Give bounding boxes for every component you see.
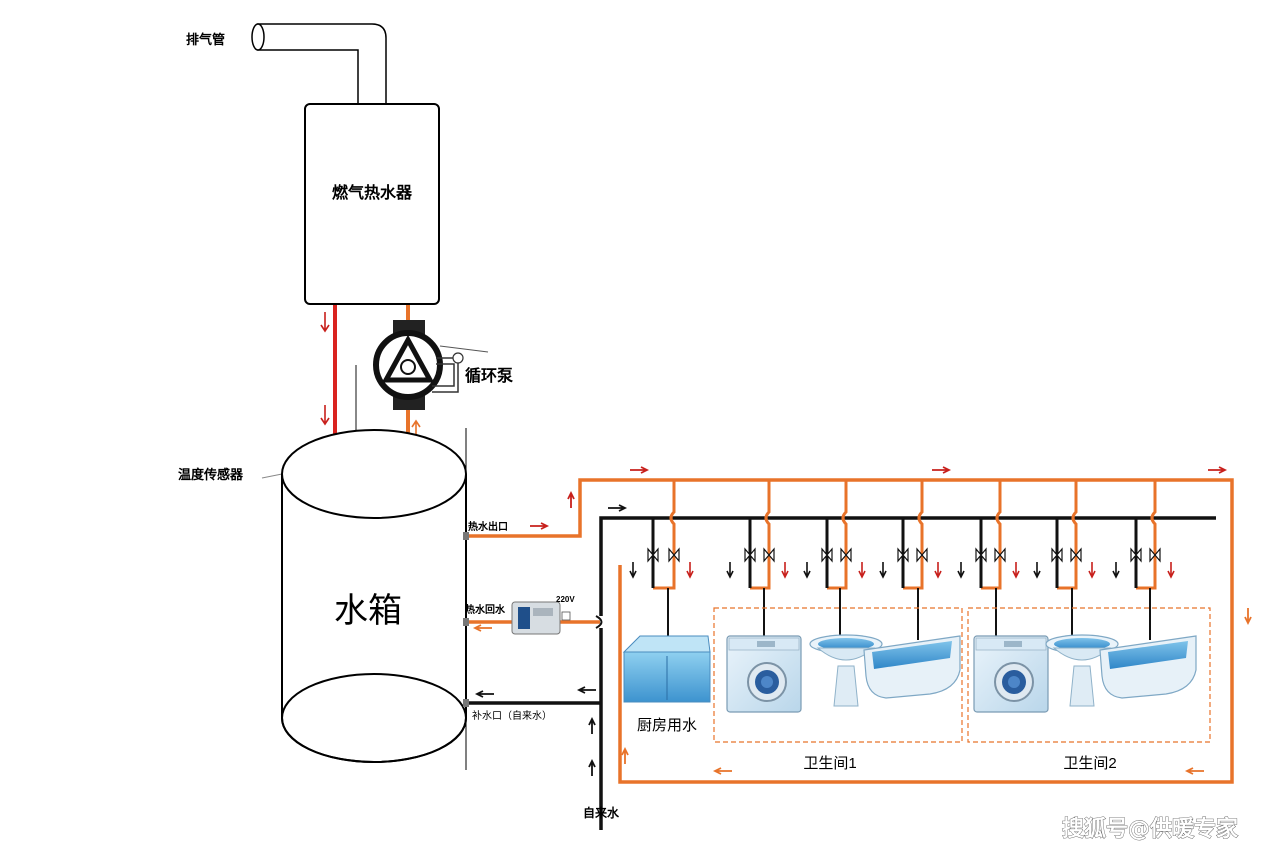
hot-flow-arrow — [781, 562, 789, 579]
return-flow-arrow — [472, 624, 492, 632]
hot-flow-arrow — [1167, 562, 1175, 579]
heater-flow-arrows — [320, 312, 421, 436]
washing-machine-icon — [973, 635, 1049, 713]
hot-branch-pipe — [750, 480, 771, 590]
cold-flow-arrow — [726, 562, 734, 579]
loop-flow-arrow — [1244, 608, 1252, 626]
cold-flow-arrow — [879, 562, 887, 579]
tap-water-label: 自来水 — [583, 805, 620, 820]
valve-icon — [1070, 547, 1082, 563]
watermark: 搜狐号@供暖专家 — [1062, 816, 1239, 842]
valve-icon — [821, 547, 833, 563]
cold-flow-arrow — [803, 562, 811, 579]
hot-water-outlet-label: 热水出口 — [468, 520, 508, 533]
hot-flow-arrow — [1012, 562, 1020, 579]
valve-icon — [840, 547, 852, 563]
hot-water-return-label: 热水回水 — [465, 603, 506, 616]
valve-icon — [975, 547, 987, 563]
hot-flow-arrow — [934, 562, 942, 579]
temperature-sensor-label: 温度传感器 — [178, 467, 244, 482]
loop-flow-arrow — [630, 466, 650, 474]
hot-branch-pipe — [903, 480, 924, 590]
cold-flow-arrow — [957, 562, 965, 579]
cold-water-pipe — [466, 516, 1216, 830]
valve-icon — [1130, 547, 1142, 563]
loop-flow-arrow — [932, 466, 952, 474]
exhaust-pipe-label: 排气管 — [186, 32, 225, 47]
hot-flow-arrow — [858, 562, 866, 579]
tap-flow-arrow — [588, 758, 596, 776]
outlet-flow-arrow — [530, 522, 550, 530]
valve-icon — [1051, 547, 1063, 563]
makeup-flow-arrow — [576, 686, 596, 694]
cold-flow-arrow — [1033, 562, 1041, 579]
valve-icon — [763, 547, 775, 563]
outlet-flow-arrow — [567, 490, 575, 508]
gas-water-heater — [304, 103, 440, 305]
bathroom-2-box — [967, 607, 1211, 743]
water-tank-label: 水箱 — [334, 592, 402, 630]
makeup-flow-arrow — [474, 690, 494, 698]
valve-icon — [897, 547, 909, 563]
tank-connectors — [463, 532, 469, 707]
kitchen-water-label: 厨房用水 — [637, 717, 697, 734]
valve-icon — [1149, 547, 1161, 563]
hot-branch-pipe — [1057, 480, 1078, 590]
thermostat-controller-icon — [511, 601, 571, 635]
circulation-pump-label: 循环泵 — [465, 366, 513, 385]
circulation-pump-icon — [373, 320, 489, 410]
hot-branch-pipe — [653, 480, 676, 590]
loop-flow-arrow — [712, 767, 732, 775]
cold-flow-arrow — [629, 562, 637, 579]
hot-water-outlet-pipe — [466, 478, 1234, 784]
gas-water-heater-label: 燃气热水器 — [332, 183, 413, 202]
bathroom-1-box — [713, 607, 963, 743]
washing-machine-icon — [726, 635, 802, 713]
cold-flow-arrow — [608, 504, 628, 512]
hot-flow-arrow — [1088, 562, 1096, 579]
loop-flow-arrow — [621, 746, 629, 764]
bathroom-1-label: 卫生间1 — [803, 755, 856, 772]
voltage-label: 220V — [556, 595, 575, 604]
kitchen-basin-icon — [622, 635, 711, 703]
hot-flow-arrow — [686, 562, 694, 579]
flow-arrows — [472, 466, 1252, 776]
hot-branch-pipe — [1136, 480, 1157, 590]
valve-icon — [668, 547, 680, 563]
tap-flow-arrow — [588, 716, 596, 734]
pipe-crossover — [595, 615, 603, 629]
valve-icon — [916, 547, 928, 563]
valve-icon — [994, 547, 1006, 563]
cold-flow-arrow — [1112, 562, 1120, 579]
valve-icon — [647, 547, 659, 563]
loop-flow-arrow — [1184, 767, 1204, 775]
loop-flow-arrow — [1208, 466, 1228, 474]
exhaust-pipe — [251, 23, 387, 105]
bathroom-2-label: 卫生间2 — [1063, 755, 1116, 772]
hot-branch-pipe — [827, 480, 848, 590]
hot-branch-pipe — [981, 480, 1002, 590]
fixture-branches — [629, 480, 1175, 640]
makeup-inlet-label: 补水口（自来水） — [472, 709, 552, 722]
valve-icon — [744, 547, 756, 563]
water-tank — [281, 428, 467, 770]
